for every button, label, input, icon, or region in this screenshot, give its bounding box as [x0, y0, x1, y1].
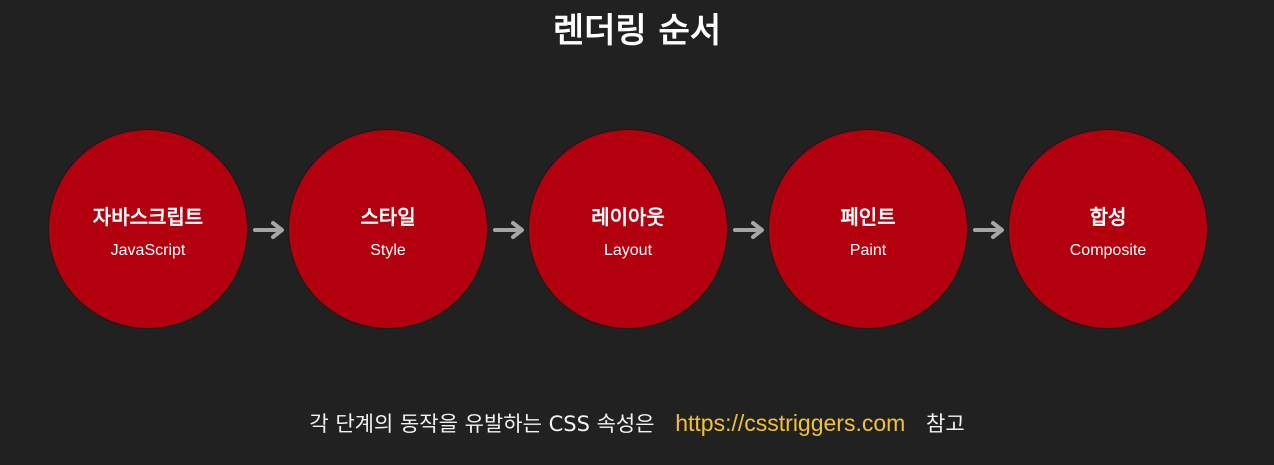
stage-label-ko: 레이아웃	[591, 205, 665, 229]
right-arrow-icon	[253, 221, 284, 239]
stage-label-en: Paint	[849, 242, 887, 259]
stage-paint: 페인트 Paint	[769, 130, 967, 328]
stage-label-ko: 합성	[1089, 205, 1127, 229]
csstriggers-link[interactable]: https://csstriggers.com	[675, 410, 906, 436]
stage-composite: 합성 Composite	[1009, 130, 1207, 328]
stage-label-en: Layout	[603, 242, 653, 259]
footer-note: 각 단계의 동작을 유발하는 CSS 속성은 https://csstrigge…	[0, 406, 1274, 441]
stage-label-en: JavaScript	[110, 242, 186, 259]
right-arrow-icon	[733, 221, 764, 239]
right-arrow-icon	[973, 221, 1004, 239]
stage-label-ko: 페인트	[840, 205, 896, 229]
stage-label-ko: 자바스크립트	[92, 205, 204, 229]
page-title: 렌더링 순서	[552, 11, 722, 51]
right-arrow-icon	[493, 221, 524, 239]
stage-style: 스타일 Style	[289, 130, 487, 328]
stage-label-ko: 스타일	[360, 205, 416, 229]
stage-label-en: Composite	[1069, 242, 1147, 259]
stage-javascript: 자바스크립트 JavaScript	[49, 130, 247, 328]
stage-label-en: Style	[370, 242, 406, 259]
footer-prefix: 각 단계의 동작을 유발하는 CSS 속성은	[309, 412, 655, 436]
stage-layout: 레이아웃 Layout	[529, 130, 727, 328]
footer-suffix: 참고	[926, 412, 965, 436]
